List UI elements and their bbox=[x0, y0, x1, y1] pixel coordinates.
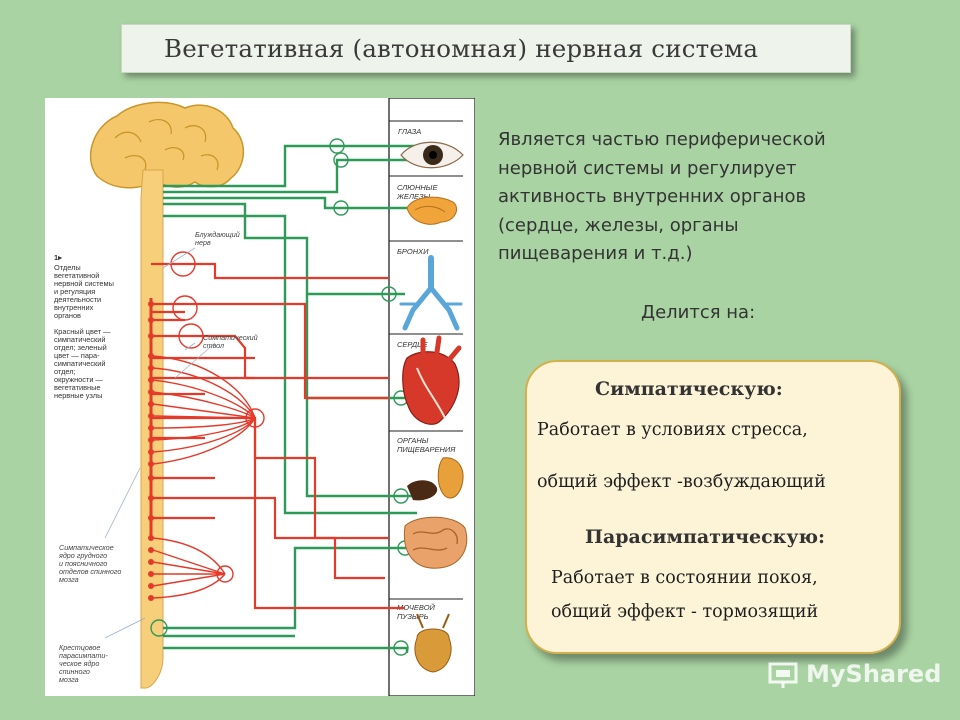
intro-line: пищеварения и т.д.) bbox=[498, 243, 693, 264]
brain-icon bbox=[89, 101, 245, 219]
caption-line-11: отдел; зеленый bbox=[54, 343, 107, 352]
divisions-box: Симпатическую: Работает в условиях стрес… bbox=[525, 360, 901, 654]
caption-line-16: вегетативные bbox=[54, 383, 101, 392]
eye-icon bbox=[400, 141, 464, 169]
thoracic-nucleus-label-4: отделов спинного bbox=[59, 567, 121, 576]
caption-line-3: нервной системы bbox=[54, 279, 114, 288]
figure-caption-number: 1▸ bbox=[54, 253, 62, 262]
sympathetic-pathways bbox=[151, 262, 405, 610]
thoracic-nucleus-label-2: ядро грудного bbox=[58, 551, 107, 560]
caption-line-7: органов bbox=[54, 311, 81, 320]
parasympathetic-line-2: общий эффект - тормозящий bbox=[551, 602, 819, 622]
intro-line: Является частью периферической bbox=[498, 129, 826, 150]
bladder-icon bbox=[414, 613, 452, 673]
nervous-system-diagram: ГЛАЗА СЛЮННЫЕ ЖЕЛЕЗЫ БРОНХИ СЕРДЦЕ ОРГАН… bbox=[45, 98, 475, 696]
intro-line: (сердце, железы, органы bbox=[498, 214, 739, 236]
vagus-label-2: нерв bbox=[195, 238, 211, 247]
organ-label-bladder-2: ПУЗЫРЬ bbox=[397, 612, 429, 621]
trunk-label-2: ствол bbox=[203, 341, 224, 350]
organ-label-salivary-1: СЛЮННЫЕ bbox=[397, 183, 438, 192]
bronchi-icon bbox=[399, 255, 463, 331]
diagram-svg: ГЛАЗА СЛЮННЫЕ ЖЕЛЕЗЫ БРОНХИ СЕРДЦЕ ОРГАН… bbox=[54, 98, 475, 696]
caption-line-15: окружности — bbox=[54, 375, 104, 384]
watermark-text: MyShared bbox=[806, 660, 942, 688]
title-bar: Вегетативная (автономная) нервная систем… bbox=[121, 24, 851, 73]
heart-icon bbox=[402, 335, 462, 425]
parasympathetic-heading: Парасимпатическую: bbox=[585, 526, 826, 548]
sacral-nucleus-label-5: мозга bbox=[59, 675, 79, 684]
caption-line-5: деятельности bbox=[54, 295, 101, 304]
organ-label-bladder-1: МОЧЕВОЙ bbox=[397, 603, 436, 612]
sacral-nucleus-label-1: Крестцовое bbox=[59, 643, 100, 652]
caption-line-6: внутренних bbox=[54, 303, 94, 312]
caption-line-10: симпатический bbox=[54, 335, 106, 344]
sacral-nucleus-label-4: спинного bbox=[59, 667, 90, 676]
thoracic-nucleus-label-3: и поясничного bbox=[59, 559, 107, 568]
caption-line-2: вегетативной bbox=[54, 271, 99, 280]
parasympathetic-line-1: Работает в состоянии покоя, bbox=[551, 568, 818, 588]
sacral-nucleus-label-3: ческое ядро bbox=[59, 659, 99, 668]
divides-label: Делится на: bbox=[641, 302, 756, 323]
trunk-label-1: Симпатический bbox=[203, 333, 258, 342]
organ-label-digestive-2: ПИЩЕВАРЕНИЯ bbox=[397, 445, 456, 454]
sympathetic-ganglia-dots bbox=[148, 301, 154, 601]
digestive-organs-icon bbox=[403, 457, 468, 569]
sympathetic-line-1: Работает в условиях стресса, bbox=[537, 420, 808, 440]
organ-label-heart: СЕРДЦЕ bbox=[397, 340, 429, 349]
caption-line-4: и регуляция bbox=[54, 287, 95, 296]
organ-label-digestive-1: ОРГАНЫ bbox=[397, 436, 429, 445]
presentation-icon bbox=[768, 662, 798, 688]
thoracic-nucleus-label-1: Симпатическое bbox=[59, 543, 114, 552]
intro-line: нервной системы и регулирует bbox=[498, 157, 797, 179]
salivary-gland-icon bbox=[406, 196, 457, 225]
watermark: MyShared bbox=[768, 658, 941, 690]
vagus-label-1: Блуждающий bbox=[195, 230, 240, 239]
caption-line-13: симпатический bbox=[54, 359, 106, 368]
sympathetic-fan-fibers bbox=[152, 355, 256, 599]
slide-title: Вегетативная (автономная) нервная систем… bbox=[164, 34, 759, 63]
caption-line-1: Отделы bbox=[54, 263, 81, 272]
caption-line-9: Красный цвет — bbox=[54, 327, 111, 336]
caption-line-17: нервные узлы bbox=[54, 391, 102, 400]
organ-label-bronchi: БРОНХИ bbox=[397, 247, 429, 256]
sympathetic-heading: Симпатическую: bbox=[595, 378, 783, 400]
sympathetic-line-2: общий эффект -возбуждающий bbox=[537, 472, 826, 492]
organ-label-salivary-2: ЖЕЛЕЗЫ bbox=[396, 192, 431, 201]
parasympathetic-pathways bbox=[163, 144, 437, 653]
organ-label-eyes: ГЛАЗА bbox=[398, 127, 421, 136]
intro-description: Является частью периферической нервной с… bbox=[498, 126, 898, 269]
intro-line: активность внутренних органов bbox=[498, 186, 807, 207]
caption-line-12: цвет — пара- bbox=[54, 351, 100, 360]
leader-lines bbox=[104, 247, 216, 639]
organ-column-dividers bbox=[389, 120, 463, 600]
caption-line-14: отдел; bbox=[54, 367, 76, 376]
thoracic-nucleus-label-5: мозга bbox=[59, 575, 79, 584]
sacral-nucleus-label-2: парасимпати- bbox=[59, 651, 108, 660]
